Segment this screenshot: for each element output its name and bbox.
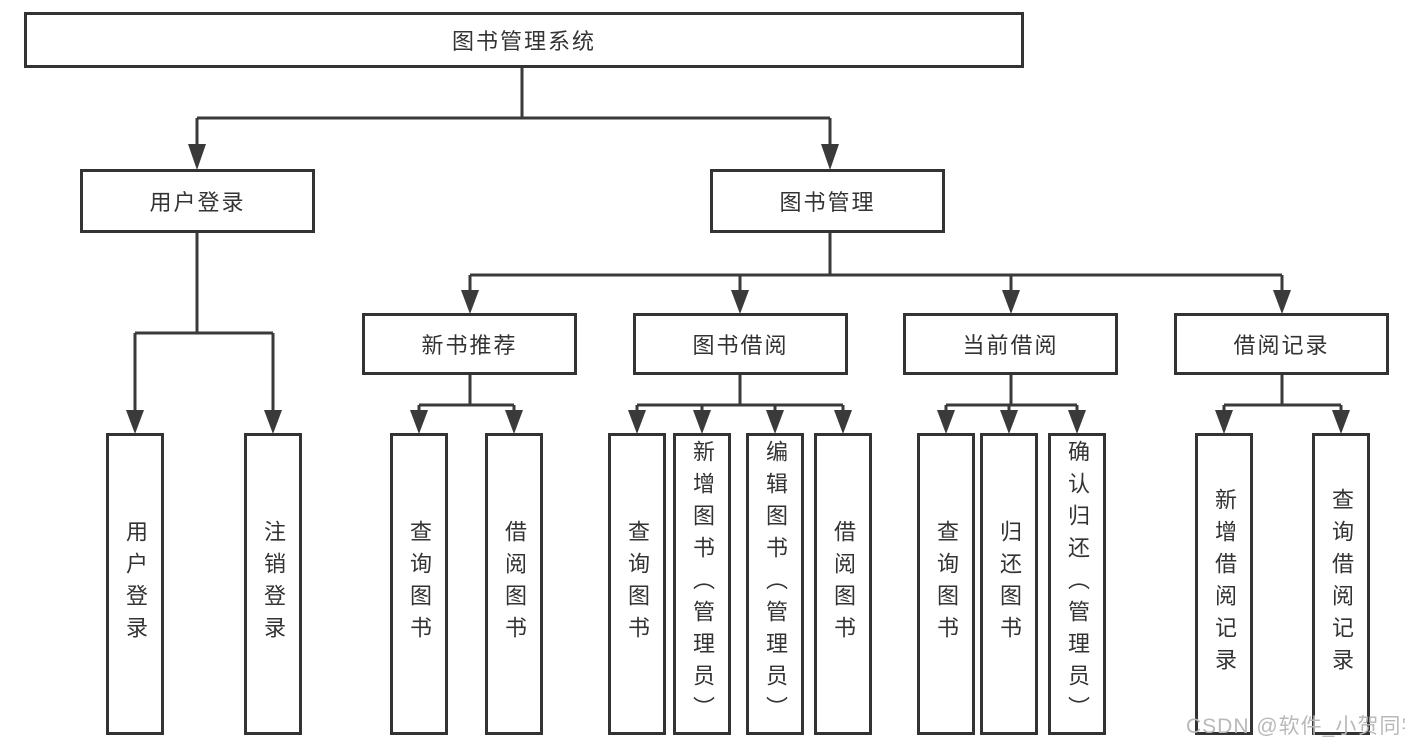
- node-label: 查询图书: [625, 520, 650, 648]
- arrowhead-icon: [628, 410, 646, 434]
- node-label: 新增图书（管理员）: [690, 440, 715, 728]
- node-label: 借阅记录: [1233, 333, 1330, 358]
- connector-root-to-level1: [195, 68, 832, 146]
- arrowhead-icon: [188, 144, 206, 170]
- leaf-node-borrow-books-2: 借阅图书: [814, 433, 872, 735]
- arrowhead-icon: [766, 410, 784, 434]
- node-label: 图书管理系统: [451, 29, 596, 54]
- root-node-library-system: 图书管理系统: [24, 12, 1024, 68]
- arrowhead-icon: [821, 144, 839, 170]
- arrowhead-icon: [1000, 410, 1018, 434]
- leaf-node-logout: 注销登录: [244, 433, 302, 735]
- leaf-node-borrow-books-1: 借阅图书: [485, 433, 543, 735]
- node-label: 借阅图书: [831, 520, 856, 648]
- leaf-node-return-books: 归还图书: [980, 433, 1038, 735]
- node-label: 借阅图书: [502, 520, 527, 648]
- connector-newbook-to-leaves: [417, 373, 516, 412]
- node-label: 注销登录: [261, 520, 286, 648]
- node-label: 查询借阅记录: [1329, 488, 1354, 680]
- arrowhead-icon: [1068, 410, 1086, 434]
- node-book-management: 图书管理: [710, 169, 945, 233]
- node-label: 新增借阅记录: [1212, 488, 1237, 680]
- node-label: 归还图书: [997, 520, 1022, 648]
- arrowhead-icon: [1273, 290, 1291, 314]
- connector-bookborrow-to-leaves: [635, 373, 845, 412]
- leaf-node-confirm-return-admin: 确认归还（管理员）: [1048, 433, 1106, 735]
- connector-userlogin-to-leaves: [133, 233, 275, 412]
- leaf-node-edit-books-admin: 编辑图书（管理员）: [746, 433, 804, 735]
- node-label: 查询图书: [407, 520, 432, 648]
- node-current-borrow: 当前借阅: [903, 313, 1118, 375]
- watermark: CSDN @软件_小贺同学: [1186, 715, 1405, 738]
- connector-currentborrow-to-leaves: [944, 373, 1079, 412]
- node-borrow-records: 借阅记录: [1174, 313, 1389, 375]
- leaf-node-query-books-1: 查询图书: [390, 433, 448, 735]
- arrowhead-icon: [410, 410, 428, 434]
- arrowhead-icon: [937, 410, 955, 434]
- leaf-node-query-books-3: 查询图书: [917, 433, 975, 735]
- arrowhead-icon: [1002, 290, 1020, 314]
- arrowhead-icon: [126, 410, 144, 434]
- leaf-node-add-books-admin: 新增图书（管理员）: [673, 433, 731, 735]
- node-new-book-recommend: 新书推荐: [362, 313, 577, 375]
- arrowhead-icon: [834, 410, 852, 434]
- leaf-node-add-borrow-record: 新增借阅记录: [1195, 433, 1253, 735]
- arrowhead-icon: [264, 410, 282, 434]
- node-label: 当前借阅: [962, 333, 1059, 358]
- node-label: 编辑图书（管理员）: [763, 440, 788, 728]
- leaf-node-user-login: 用户登录: [106, 433, 164, 735]
- node-label: 用户登录: [123, 520, 148, 648]
- node-label: 确认归还（管理员）: [1065, 440, 1090, 728]
- node-label: 新书推荐: [421, 333, 518, 358]
- node-book-borrow: 图书借阅: [633, 313, 848, 375]
- node-user-login: 用户登录: [80, 169, 315, 233]
- arrowhead-icon: [731, 290, 749, 314]
- connector-bookmgmt-to-level2: [468, 233, 1284, 292]
- arrowhead-icon: [693, 410, 711, 434]
- arrowhead-icon: [1215, 410, 1233, 434]
- leaf-node-query-books-2: 查询图书: [608, 433, 666, 735]
- node-label: 用户登录: [149, 190, 246, 215]
- arrowhead-icon: [1332, 410, 1350, 434]
- arrowhead-icon: [461, 290, 479, 314]
- node-label: 图书借阅: [692, 333, 789, 358]
- node-label: 图书管理: [779, 190, 876, 215]
- arrowhead-icon: [505, 410, 523, 434]
- connector-borrowrecords-to-leaves: [1222, 373, 1343, 412]
- leaf-node-query-borrow-record: 查询借阅记录: [1312, 433, 1370, 735]
- node-label: 查询图书: [934, 520, 959, 648]
